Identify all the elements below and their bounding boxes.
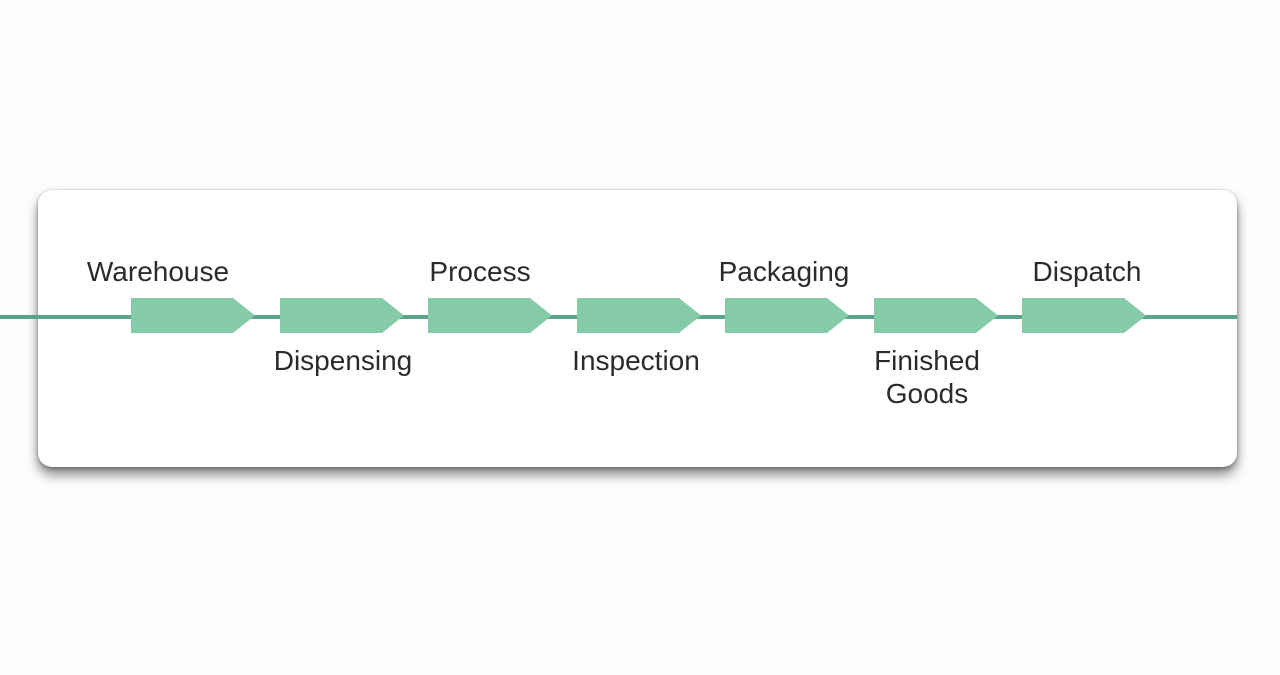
step-label-packaging: Packaging xyxy=(718,256,850,287)
step-label-process: Process xyxy=(429,256,531,287)
step-arrow-inspection xyxy=(576,298,701,333)
step-label-warehouse: Warehouse xyxy=(86,256,230,287)
step-arrow-dispensing xyxy=(279,298,404,333)
step-arrow-finished-goods xyxy=(873,298,998,333)
step-arrow-warehouse xyxy=(131,298,255,333)
step-label-dispatch: Dispatch xyxy=(1032,256,1142,287)
step-arrow-dispatch xyxy=(1022,298,1146,333)
step-arrow-packaging xyxy=(725,298,849,333)
step-arrow-process xyxy=(428,298,552,333)
step-label-dispensing: Dispensing xyxy=(273,345,413,376)
step-label-inspection: Inspection xyxy=(572,345,700,376)
